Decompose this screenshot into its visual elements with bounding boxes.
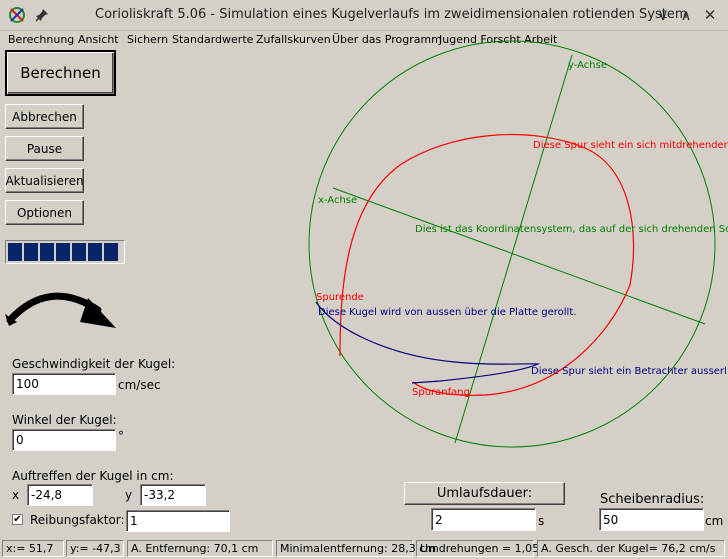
x-axis-line: [332, 187, 706, 325]
status-bar: x:= 51,7 y:= -47,3 A. Entfernung: 70,1 c…: [0, 539, 728, 559]
winkel-unit: °: [118, 429, 124, 443]
progress-block: [72, 243, 86, 261]
geschwindigkeit-input[interactable]: [12, 373, 116, 395]
pin-icon[interactable]: [35, 8, 49, 22]
y-axis-label: y-Achse: [568, 60, 607, 71]
close-icon[interactable]: ✕: [703, 6, 717, 24]
berechnen-button[interactable]: Berechnen: [5, 50, 116, 96]
progress-block: [104, 243, 118, 261]
menu-ansicht[interactable]: Ansicht: [78, 33, 119, 46]
reibung-checkbox[interactable]: ✔: [12, 514, 23, 525]
geschwindigkeit-label: Geschwindigkeit der Kugel:: [12, 357, 176, 371]
progress-bar: [5, 240, 125, 264]
progress-block: [40, 243, 54, 261]
reibung-input[interactable]: [126, 510, 230, 532]
scheibenradius-input[interactable]: [599, 508, 704, 531]
rotation-arrow-icon: [5, 292, 116, 328]
label-mitdrehend: Diese Spur sieht ein sich mitdrehender: [533, 140, 728, 151]
umlaufsdauer-input[interactable]: [431, 508, 536, 531]
status-umdrehungen: Umdrehungen = 1,05: [416, 540, 539, 557]
app-logo-icon: [9, 7, 25, 23]
label-spuranfang: Spuranfang: [412, 387, 470, 398]
winkel-label: Winkel der Kugel:: [12, 413, 117, 427]
menu-zufallskurven[interactable]: Zufallskurven: [256, 33, 331, 46]
geschwindigkeit-unit: cm/sec: [118, 378, 161, 392]
umlaufsdauer-button[interactable]: Umlaufsdauer:: [404, 482, 565, 505]
auftreffen-label: Auftreffen der Kugel in cm:: [12, 469, 174, 483]
label-betrachter: Diese Spur sieht ein Betrachter ausserl: [531, 366, 727, 377]
status-y: y:= -47,3: [66, 540, 124, 557]
x-input[interactable]: [27, 484, 93, 506]
title-bar: Corioliskraft 5.06 - Simulation eines Ku…: [0, 0, 728, 31]
menu-sichern[interactable]: Sichern: [127, 33, 169, 46]
status-minimalentfernung: Minimalentfernung: 28,3 cm: [276, 540, 436, 557]
status-entfernung: A. Entfernung: 70,1 cm: [127, 540, 273, 557]
progress-block: [56, 243, 70, 261]
abbrechen-button[interactable]: Abbrechen: [5, 104, 84, 129]
progress-block: [24, 243, 38, 261]
simulation-plot: y-Achse x-Achse Diese Spur sieht ein sic…: [308, 40, 728, 448]
label-kugel: Diese Kugel wird von aussen über die Pla…: [318, 307, 576, 318]
scheibenradius-unit: cm: [705, 514, 724, 528]
disk-circle: [308, 40, 716, 448]
progress-block: [8, 243, 22, 261]
menu-jugend-forscht[interactable]: Jugend Forscht Arbeit: [439, 33, 558, 46]
label-koordinatensystem: Dies ist das Koordinatensystem, das auf …: [415, 224, 728, 235]
minimize-icon[interactable]: ∨: [657, 6, 669, 24]
scheibenradius-label: Scheibenradius:: [600, 492, 705, 507]
window-title: Corioliskraft 5.06 - Simulation eines Ku…: [95, 7, 688, 22]
umlaufsdauer-unit: s: [538, 514, 545, 528]
status-geschwindigkeit: A. Gesch. der Kugel= 76,2 cm/s: [537, 540, 725, 557]
pause-button[interactable]: Pause: [5, 136, 84, 161]
maximize-icon[interactable]: ∧: [680, 6, 692, 24]
rotating-track-curve: [339, 133, 635, 396]
aktualisieren-button[interactable]: Aktualisieren: [5, 168, 84, 193]
label-spurende: Spurende: [316, 292, 364, 303]
x-label: x: [12, 488, 20, 502]
y-axis-line: [454, 54, 573, 444]
y-input[interactable]: [140, 484, 206, 506]
menu-bar: Berechnung Ansicht Sichern Standardwerte…: [0, 30, 728, 50]
progress-block: [88, 243, 102, 261]
reibung-label: Reibungsfaktor:: [30, 513, 125, 527]
x-axis-label: x-Achse: [318, 195, 357, 206]
y-label: y: [125, 488, 133, 502]
outside-track-curve: [315, 301, 541, 384]
menu-berechnung[interactable]: Berechnung: [8, 33, 75, 46]
menu-standardwerte[interactable]: Standardwerte: [172, 33, 254, 46]
optionen-button[interactable]: Optionen: [5, 200, 84, 225]
winkel-input[interactable]: [12, 429, 116, 451]
menu-ueber-das-programm[interactable]: Über das Programm: [332, 33, 442, 46]
status-x: x:= 51,7: [2, 540, 64, 557]
